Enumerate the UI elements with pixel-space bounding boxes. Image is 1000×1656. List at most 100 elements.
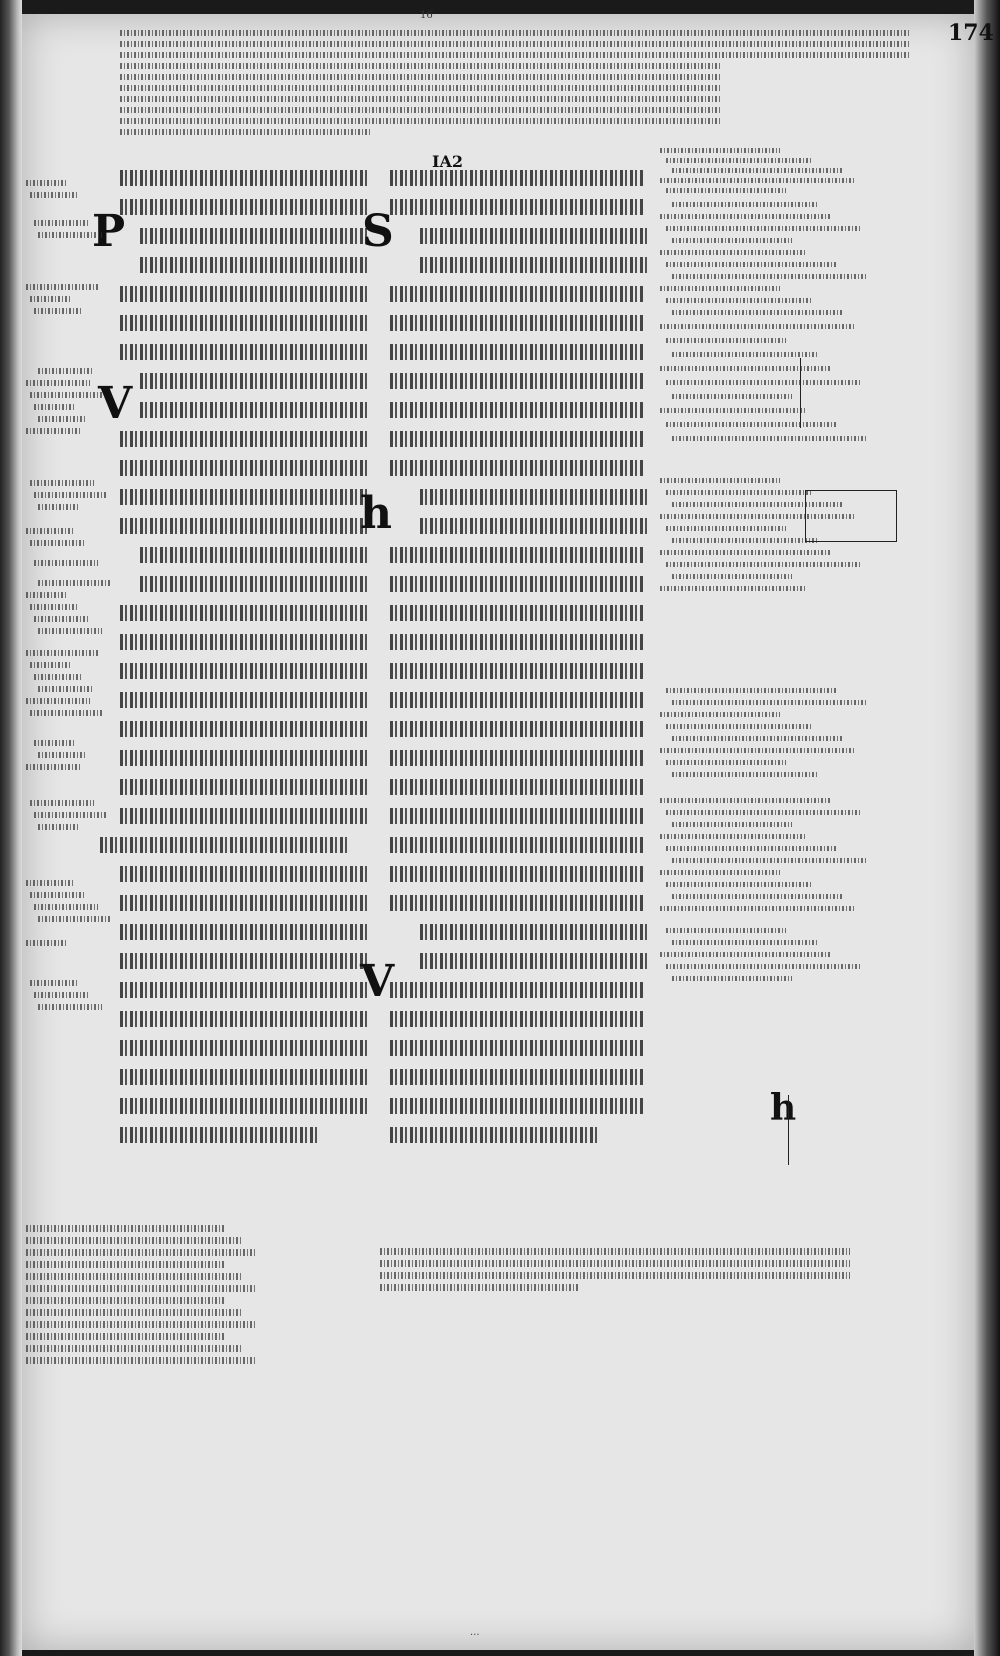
text-line — [120, 1127, 320, 1143]
margin-note — [666, 846, 836, 851]
text-line — [390, 837, 645, 853]
text-line — [120, 1069, 368, 1085]
text-line — [120, 85, 720, 92]
margin-note — [38, 368, 94, 374]
margin-note — [34, 616, 90, 622]
margin-note — [660, 798, 830, 803]
margin-note — [660, 712, 780, 717]
margin-note — [38, 1004, 102, 1010]
text-line — [120, 750, 368, 766]
initial-h-gloss: h — [770, 1087, 797, 1129]
marginal-box — [805, 490, 897, 542]
margin-note — [660, 408, 805, 413]
margin-note — [666, 562, 861, 567]
margin-note — [34, 220, 90, 226]
margin-note — [666, 760, 786, 765]
text-line — [120, 460, 368, 476]
margin-note — [672, 168, 842, 173]
text-line — [26, 1249, 256, 1256]
bottom-mark: ‧‧‧ — [470, 1630, 480, 1641]
text-line — [390, 431, 645, 447]
margin-note — [26, 528, 74, 534]
text-line — [140, 228, 368, 244]
text-line — [420, 228, 650, 244]
right-margin-notes — [660, 148, 900, 1028]
margin-note — [666, 490, 811, 495]
text-line — [26, 1225, 226, 1232]
margin-note — [666, 526, 786, 531]
text-line — [120, 1040, 368, 1056]
lower-gloss — [380, 1248, 880, 1308]
text-line — [120, 953, 368, 969]
left-foot-gloss — [26, 1225, 276, 1385]
text-line — [120, 129, 370, 136]
margin-note — [666, 338, 786, 343]
margin-note — [672, 772, 817, 777]
margin-note — [26, 284, 98, 290]
margin-note — [672, 822, 792, 827]
initial-h: h — [360, 488, 392, 539]
margin-note — [30, 710, 102, 716]
text-line — [26, 1273, 241, 1280]
text-line — [390, 750, 645, 766]
margin-note — [38, 232, 102, 238]
margin-note — [666, 422, 836, 427]
text-line — [120, 634, 368, 650]
margin-note — [666, 298, 811, 303]
text-line — [120, 315, 368, 331]
margin-note — [660, 906, 855, 911]
text-line — [390, 1069, 645, 1085]
margin-note — [660, 214, 830, 219]
text-line — [26, 1357, 256, 1364]
text-line — [120, 489, 368, 505]
margin-note — [38, 686, 94, 692]
text-line — [140, 576, 368, 592]
margin-note — [34, 992, 90, 998]
text-line — [120, 199, 368, 215]
text-line — [120, 808, 368, 824]
margin-note — [34, 812, 106, 818]
text-line — [26, 1285, 256, 1292]
margin-note — [672, 574, 792, 579]
text-line — [26, 1345, 241, 1352]
text-line — [420, 924, 650, 940]
text-line — [120, 605, 368, 621]
text-line — [390, 663, 645, 679]
text-line — [380, 1260, 850, 1267]
margin-note — [672, 202, 817, 207]
margin-note — [660, 870, 780, 875]
margin-note — [672, 700, 867, 705]
initial-v: V — [360, 956, 395, 1007]
margin-note — [666, 380, 861, 385]
upper-gloss — [120, 30, 920, 148]
margin-note — [660, 748, 855, 753]
text-line — [380, 1248, 850, 1255]
text-line — [26, 1333, 226, 1340]
margin-note — [34, 904, 98, 910]
margin-note — [666, 158, 811, 163]
margin-note — [672, 940, 817, 945]
text-line — [380, 1284, 580, 1291]
text-line — [120, 518, 368, 534]
margin-note — [26, 428, 82, 434]
page-edge-shadow — [974, 0, 1000, 1656]
margin-note — [26, 880, 74, 886]
top-mark: 16 — [420, 10, 433, 21]
text-line — [26, 1261, 226, 1268]
text-line — [390, 895, 645, 911]
margin-note — [672, 310, 842, 315]
text-line — [120, 866, 368, 882]
margin-note — [34, 308, 82, 314]
margin-note — [666, 810, 861, 815]
text-line — [120, 1098, 368, 1114]
margin-note — [660, 178, 855, 183]
initial-p: P — [92, 206, 126, 257]
text-line — [390, 547, 645, 563]
margin-note — [666, 964, 861, 969]
margin-note — [666, 928, 786, 933]
margin-note — [660, 148, 780, 153]
text-line — [120, 663, 368, 679]
text-line — [390, 982, 645, 998]
binding-edge — [0, 0, 22, 1656]
text-line — [390, 866, 645, 882]
